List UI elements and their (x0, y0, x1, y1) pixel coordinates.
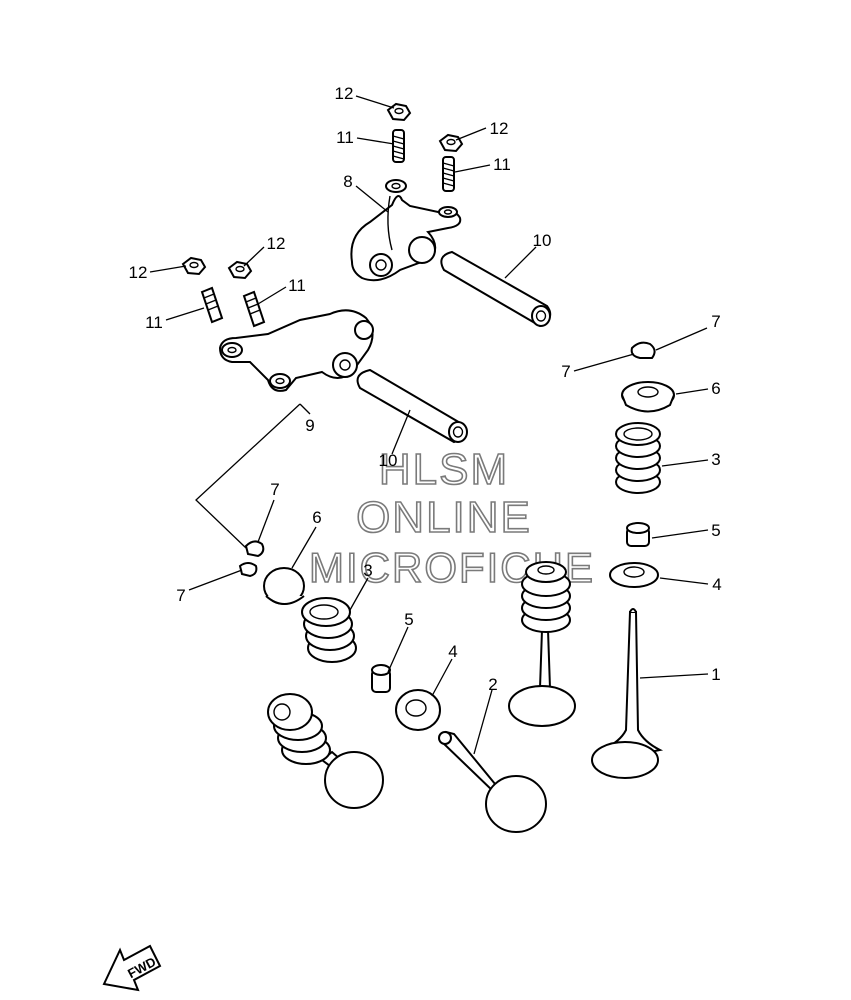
nut-12-upper-right (438, 133, 464, 153)
callout-numbers: 12 11 12 11 8 10 12 12 11 11 9 10 7 7 6 … (129, 84, 722, 694)
callout-11: 11 (493, 155, 511, 174)
nut-12-upper-left (386, 102, 412, 122)
valve-assembly-right (508, 561, 576, 727)
stem-seal-5-right (626, 522, 650, 547)
stem-seal-5-left (371, 664, 391, 693)
valve-assembly-left (267, 693, 384, 809)
valve-spring-3-left (301, 597, 357, 663)
valve-keeper-7-left-upper (244, 540, 265, 558)
adjuster-screw-11-upper-left (392, 129, 405, 163)
spring-retainer-6-right (621, 381, 675, 413)
callout-1: 1 (711, 665, 720, 684)
valve-keeper-7-left-lower (238, 562, 258, 578)
adjuster-screw-11-upper-right (442, 156, 455, 192)
callout-2: 2 (488, 675, 497, 694)
nut-12-lower-right (227, 260, 253, 280)
adjuster-screw-11-lower-left (200, 286, 224, 324)
callout-12: 12 (490, 119, 509, 138)
callout-5: 5 (404, 610, 413, 629)
rocker-shaft-10-upper (440, 250, 552, 328)
exhaust-valve-2 (438, 730, 547, 833)
callout-7: 7 (270, 480, 279, 499)
callout-7: 7 (711, 312, 720, 331)
rocker-arm-lower (218, 309, 374, 392)
watermark-line-1: HLSM (379, 445, 509, 494)
callout-12: 12 (129, 263, 148, 282)
callout-4: 4 (448, 642, 457, 661)
callout-5: 5 (711, 521, 720, 540)
spring-seat-4-right (609, 562, 659, 588)
nut-12-lower-left (181, 256, 207, 276)
valve-keeper-7-right (630, 341, 656, 359)
spring-retainer-6-left (263, 567, 305, 605)
callout-9: 9 (305, 416, 314, 435)
callout-11: 11 (336, 128, 354, 147)
callout-12: 12 (267, 234, 286, 253)
callout-7: 7 (176, 586, 185, 605)
callout-4: 4 (712, 575, 721, 594)
rocker-arm-upper (350, 179, 462, 282)
intake-valve-1 (591, 608, 664, 779)
watermark-line-2: ONLINE (356, 493, 532, 542)
forward-direction-arrow: FWD (102, 944, 162, 992)
group-bracket-line (195, 403, 301, 549)
spring-seat-4-left (395, 689, 441, 731)
callout-8: 8 (343, 172, 352, 191)
callout-10: 10 (533, 231, 552, 250)
callout-7: 7 (561, 362, 570, 381)
leader-lines (149, 95, 709, 755)
callout-11: 11 (288, 276, 306, 295)
adjuster-screw-11-lower-right (242, 290, 266, 328)
callout-11: 11 (145, 313, 163, 332)
callout-3: 3 (711, 450, 720, 469)
callout-12: 12 (335, 84, 354, 103)
callout-6: 6 (711, 379, 720, 398)
rocker-shaft-10-lower (356, 368, 468, 444)
valve-spring-3-right (615, 422, 661, 494)
callout-6: 6 (312, 508, 321, 527)
callout-10: 10 (379, 451, 398, 470)
callout-3: 3 (363, 561, 372, 580)
